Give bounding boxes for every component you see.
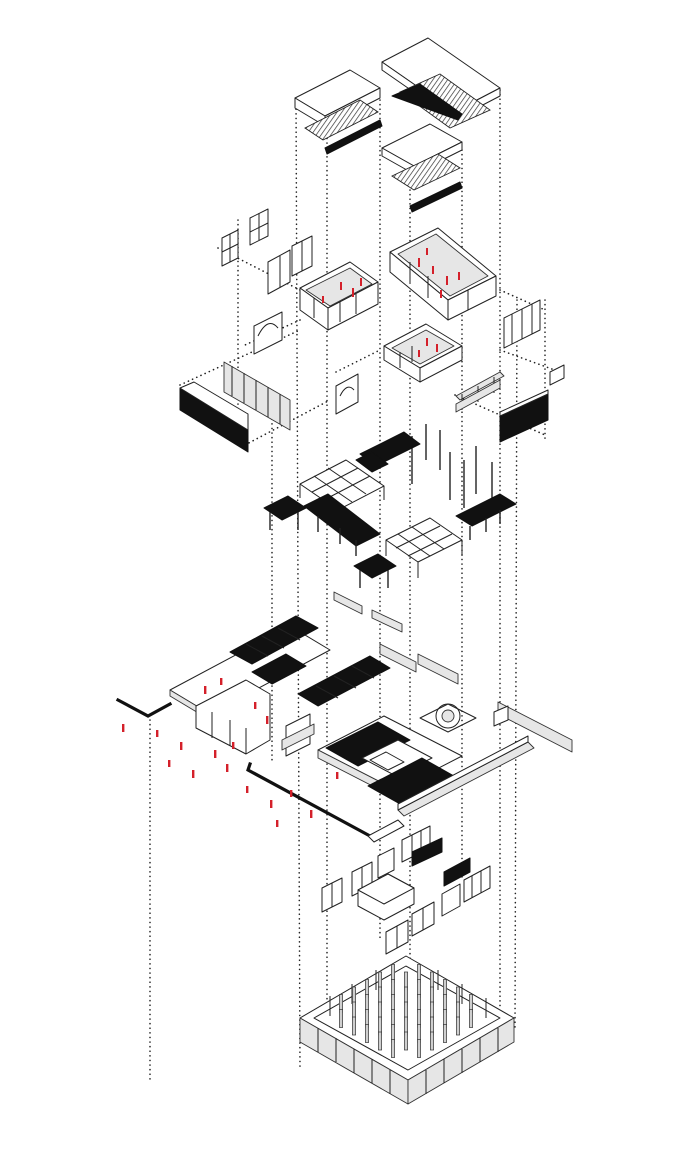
wall-panel-black-left	[179, 361, 291, 453]
window-panels-left	[221, 208, 313, 295]
ground-floor-plan	[115, 591, 573, 843]
interior-room-left	[299, 261, 379, 331]
foundation-pile	[378, 1031, 382, 1051]
wall-panel-black-right	[499, 389, 549, 443]
foundation-pile	[469, 1009, 473, 1028]
wall-panels-and-interior-rooms	[179, 208, 565, 453]
foundation-pile	[443, 1024, 447, 1043]
central-courtyard	[317, 703, 477, 805]
foundation-wall-ribs	[317, 970, 499, 1094]
roof-canopies	[294, 37, 501, 213]
foundation-grid	[299, 955, 515, 1105]
window-panel-group	[321, 825, 491, 955]
foundation-pile	[430, 1031, 434, 1051]
foundation-pile	[404, 1031, 408, 1051]
foundation-pile	[456, 1016, 460, 1036]
interior-room-center	[383, 323, 463, 383]
foundation-pile	[339, 1009, 343, 1028]
roof-right-lower	[381, 123, 463, 213]
foundation-pile	[391, 1039, 395, 1058]
columns	[411, 424, 493, 508]
roof-right-upper	[381, 37, 501, 129]
projection-lines	[149, 89, 561, 1081]
long-walkway	[367, 735, 535, 843]
frame-lower	[385, 493, 517, 578]
interior-room-right	[389, 227, 497, 321]
window-panels-right	[455, 299, 565, 413]
foundation-pile	[417, 1039, 421, 1058]
floor-slab-left	[169, 615, 391, 757]
dark-canopy-walkway	[263, 493, 397, 588]
arched-panel-left	[253, 311, 359, 415]
roof-left	[294, 69, 383, 155]
human-figures	[122, 678, 339, 827]
site-outline	[115, 697, 373, 839]
facade-panels	[321, 825, 491, 955]
facade-strips	[281, 591, 573, 753]
foundation-pile	[352, 1016, 356, 1036]
foundation-piles	[339, 964, 473, 1058]
foundation-pile	[365, 1024, 369, 1043]
structural-frame-and-dark-canopies	[263, 424, 517, 588]
